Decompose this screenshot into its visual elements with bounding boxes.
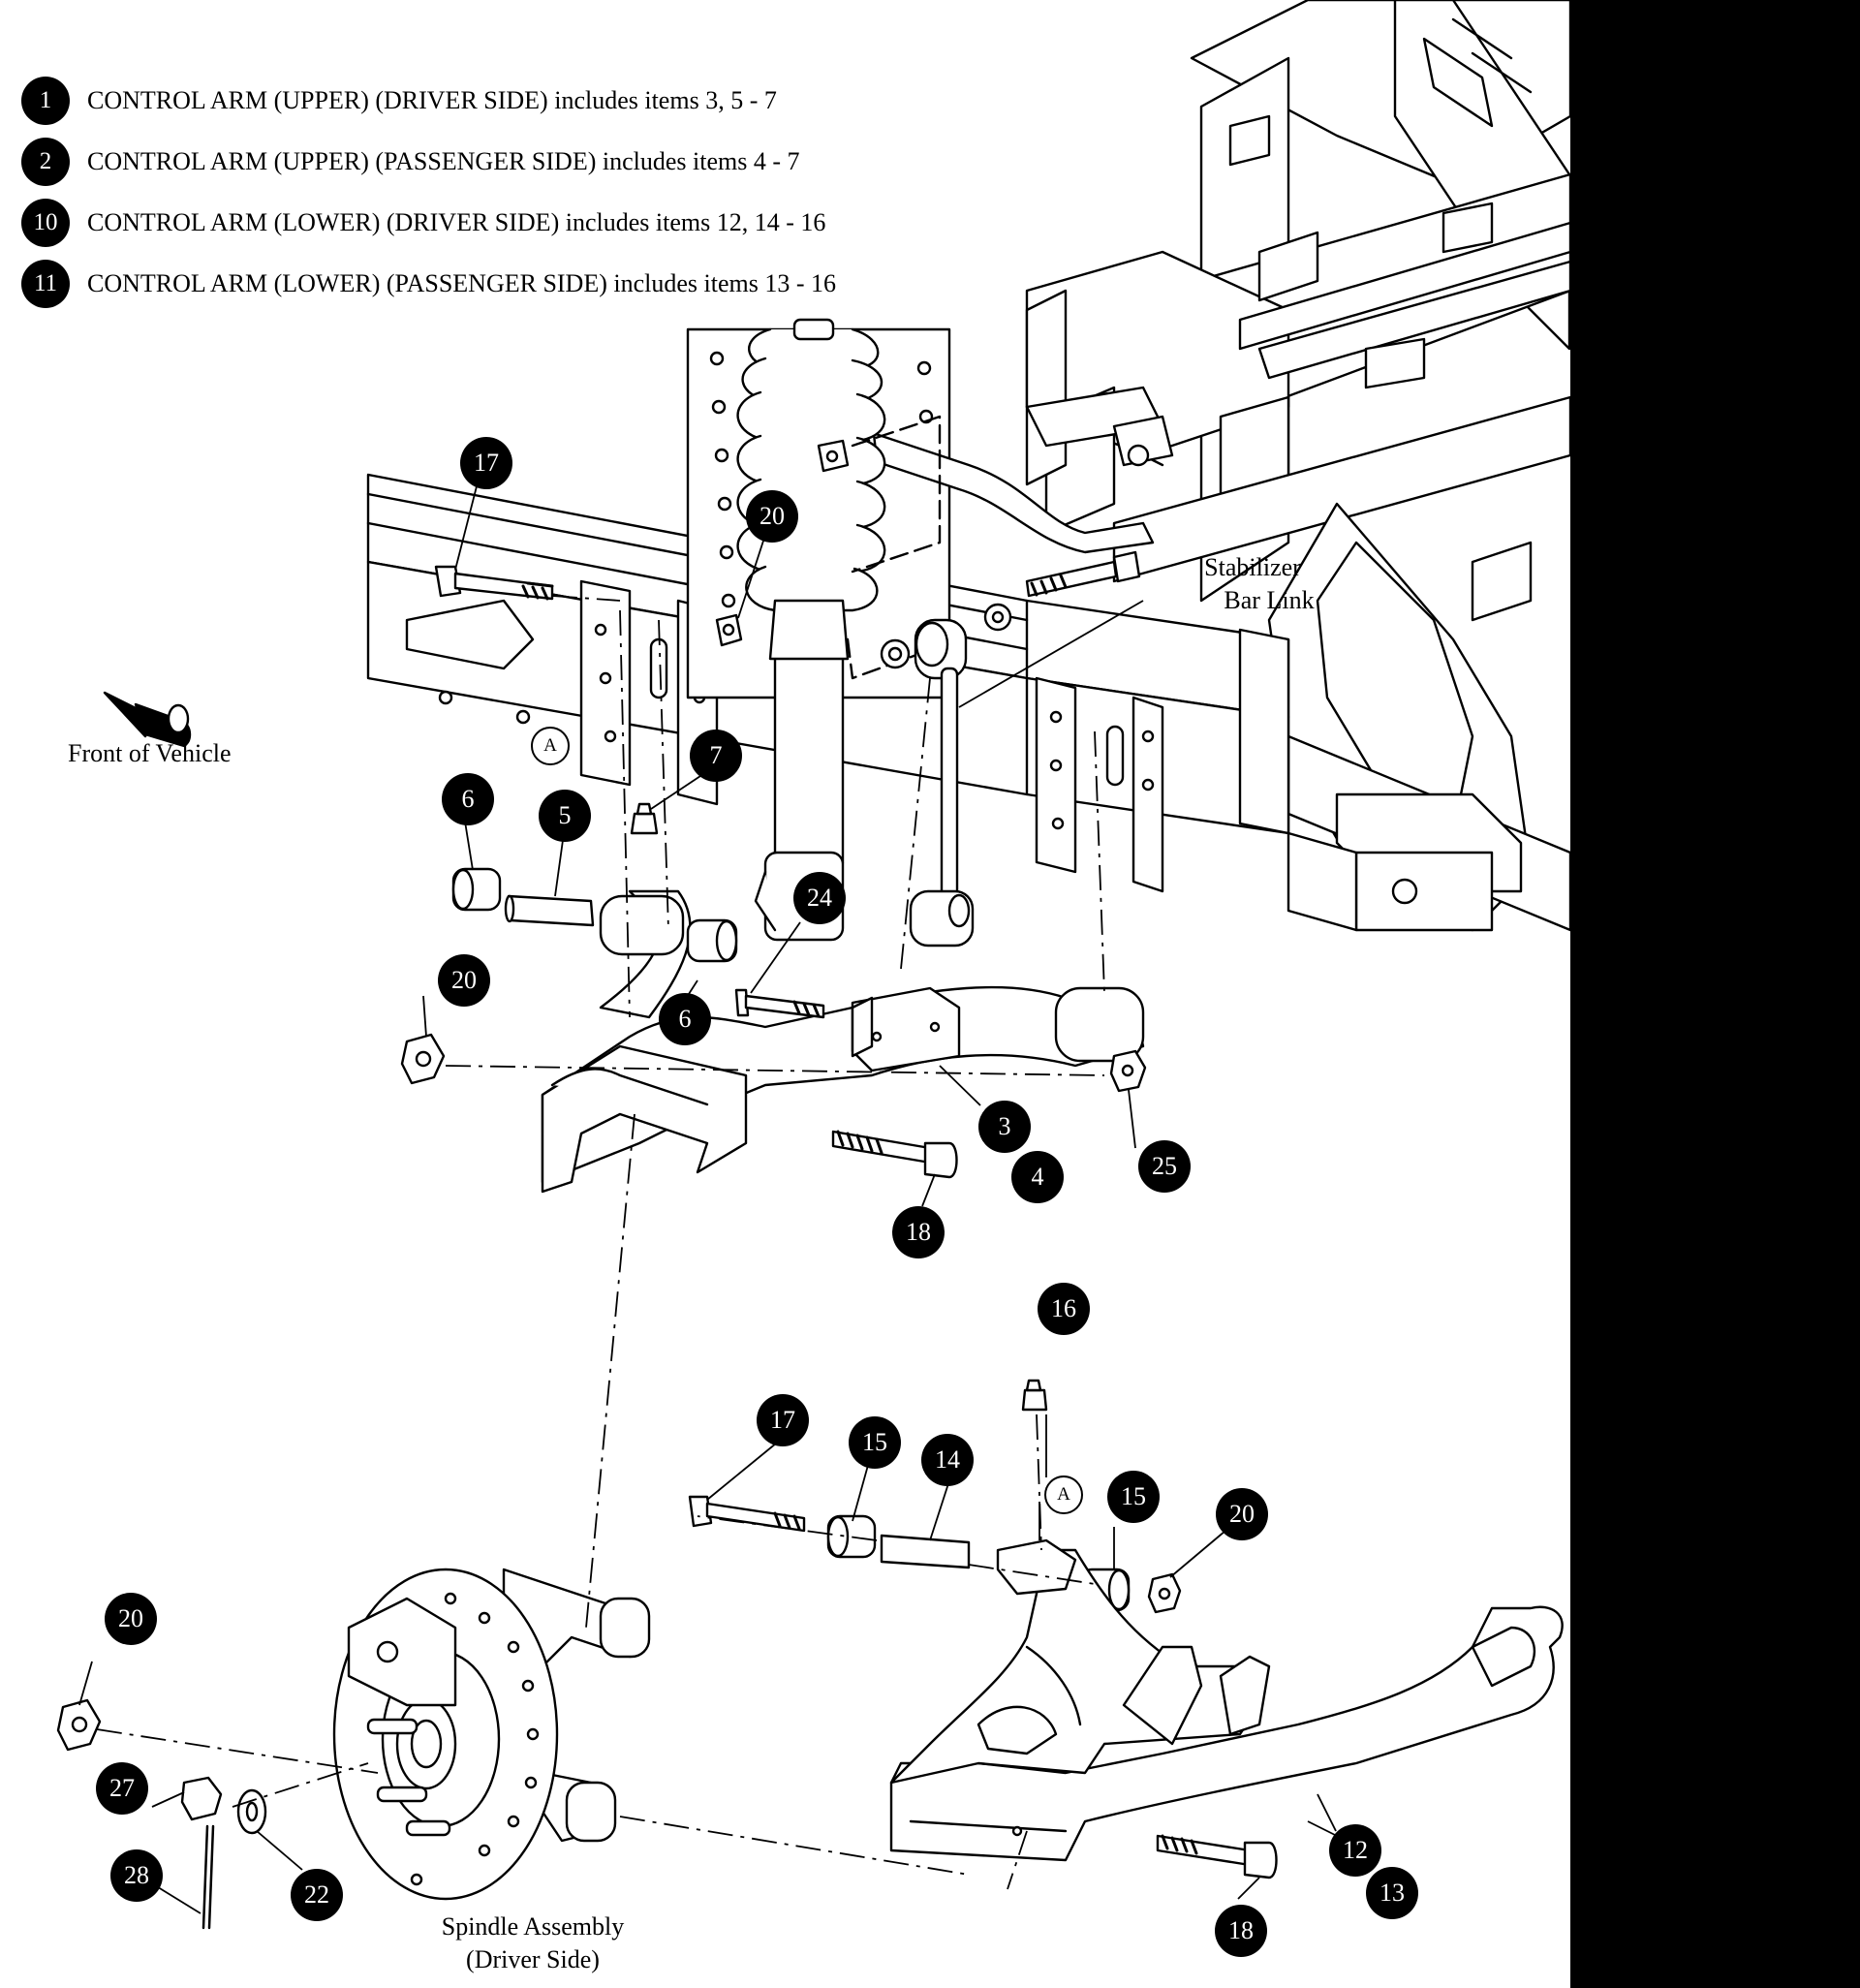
black-margin-panel [1570, 0, 1860, 1988]
legend-number-badge: 2 [21, 137, 70, 186]
stabilizer-label-line2: Bar Link [1224, 586, 1315, 614]
front-of-vehicle-label: Front of Vehicle [68, 739, 232, 767]
callout-5: 5 [539, 790, 591, 842]
coil-over-shock [736, 318, 886, 942]
callout-15-left: 15 [849, 1416, 901, 1469]
spindle-assembly-label: Spindle Assembly (Driver Side) [417, 1910, 649, 1976]
callout-22: 22 [291, 1869, 343, 1921]
hardware [56, 439, 1278, 1930]
spindle-label-line1: Spindle Assembly [441, 1912, 625, 1941]
legend-text: CONTROL ARM (LOWER) (DRIVER SIDE) includ… [87, 207, 826, 236]
callout-7: 7 [690, 730, 742, 782]
legend-text: CONTROL ARM (LOWER) (PASSENGER SIDE) inc… [87, 268, 837, 297]
lower-control-arm [889, 1538, 1564, 1862]
callout-14: 14 [921, 1434, 974, 1486]
ref-mark-a-low: A [1044, 1475, 1083, 1514]
callout-18-low: 18 [1215, 1905, 1267, 1957]
callout-20-top: 20 [746, 490, 798, 543]
spindle-label-line2: (Driver Side) [466, 1945, 600, 1973]
callout-6-left: 6 [442, 773, 494, 825]
callout-24: 24 [793, 872, 846, 924]
callout-12: 12 [1329, 1824, 1381, 1877]
front-of-vehicle-arrow [103, 691, 192, 748]
stabilizer-bar-link [880, 603, 1012, 947]
callout-20-right: 20 [1216, 1488, 1268, 1540]
stabilizer-bar-link-label: Stabilizer Bar Link [1161, 551, 1345, 617]
legend-number-badge: 11 [21, 259, 70, 308]
vehicle-frame [366, 0, 1572, 942]
spindle-assembly [332, 1568, 651, 1901]
callout-25: 25 [1138, 1140, 1191, 1193]
callout-15-right: 15 [1107, 1471, 1160, 1523]
callout-27: 27 [96, 1762, 148, 1815]
legend-text: CONTROL ARM (UPPER) (PASSENGER SIDE) inc… [87, 146, 800, 175]
callout-20-low: 20 [105, 1593, 157, 1645]
legend-text: CONTROL ARM (UPPER) (DRIVER SIDE) includ… [87, 85, 777, 114]
legend-row: 1 CONTROL ARM (UPPER) (DRIVER SIDE) incl… [21, 70, 836, 131]
callout-4: 4 [1011, 1151, 1064, 1203]
callout-16: 16 [1038, 1283, 1090, 1335]
callout-20-mid: 20 [438, 954, 490, 1007]
legend-row: 10 CONTROL ARM (LOWER) (DRIVER SIDE) inc… [21, 192, 836, 253]
legend-number-badge: 10 [21, 198, 70, 247]
callout-17-top: 17 [460, 437, 512, 489]
parts-legend: 1 CONTROL ARM (UPPER) (DRIVER SIDE) incl… [21, 70, 836, 314]
callout-17-low: 17 [757, 1394, 809, 1446]
callout-18-top: 18 [892, 1206, 945, 1258]
callout-6-mid: 6 [659, 993, 711, 1045]
callout-13: 13 [1366, 1867, 1418, 1919]
legend-number-badge: 1 [21, 76, 70, 125]
legend-row: 2 CONTROL ARM (UPPER) (PASSENGER SIDE) i… [21, 131, 836, 192]
legend-row: 11 CONTROL ARM (LOWER) (PASSENGER SIDE) … [21, 253, 836, 314]
callout-3: 3 [978, 1101, 1031, 1153]
ref-mark-a-top: A [531, 727, 570, 765]
callout-28: 28 [110, 1849, 163, 1902]
stabilizer-label-line1: Stabilizer [1204, 553, 1301, 581]
